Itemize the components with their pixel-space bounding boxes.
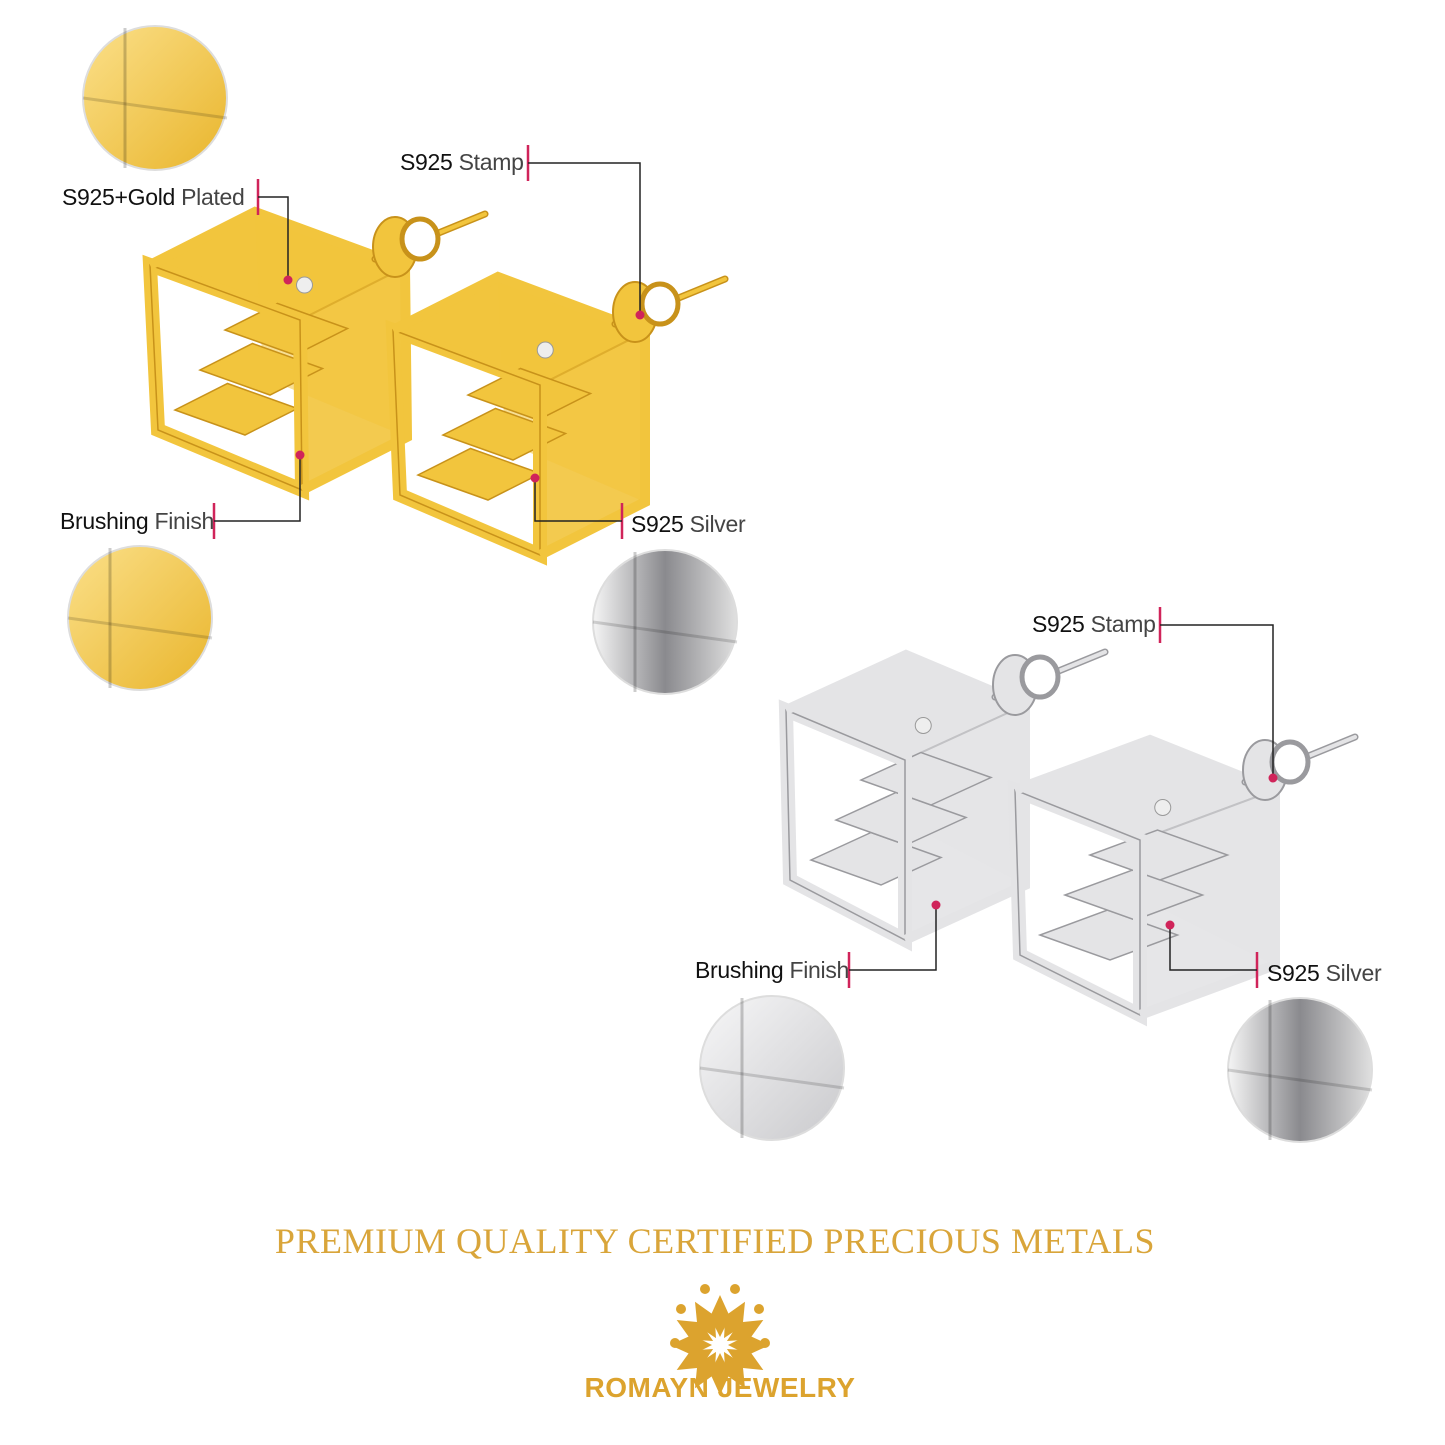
logo-center (713, 1338, 727, 1352)
label-gold-stamp: S925 Stamp (400, 149, 524, 175)
leader-dot (295, 450, 305, 460)
gold-silver-core-detail (592, 549, 738, 695)
leader-line (526, 145, 645, 320)
leader-line (1165, 920, 1259, 988)
gold-earring-left (142, 206, 489, 501)
gemstone-icon (1154, 799, 1172, 816)
detail-circle (82, 25, 228, 171)
leader-line (1158, 607, 1278, 783)
gold-texture-detail (82, 25, 228, 171)
gemstone-icon (914, 717, 932, 734)
gemstone-icon (536, 341, 554, 359)
leader-path (528, 162, 641, 315)
logo-dot (670, 1338, 680, 1348)
label-gold-brushing-finish: Brushing Finish (60, 508, 215, 534)
logo-petal (695, 1351, 716, 1389)
logo-dot (760, 1338, 770, 1348)
detail-circle (592, 549, 738, 695)
leader-line (256, 179, 293, 285)
leader-path (1160, 624, 1274, 778)
leader-line (212, 450, 305, 539)
silver-earring-left (778, 648, 1109, 952)
label-gold-s925-silver: S925 Silver (631, 511, 746, 537)
leader-dot (283, 275, 293, 285)
silver-brushing-detail (699, 995, 845, 1141)
detail-circle (1227, 997, 1373, 1143)
label-silver-s925-silver: S925 Silver (1267, 960, 1382, 986)
logo-dot (730, 1284, 740, 1294)
logo-petal (676, 1320, 714, 1341)
brand-name: ROMAYN JEWELRY (584, 1372, 856, 1403)
leader-line (847, 900, 941, 988)
label-silver-stamp: S925 Stamp (1032, 611, 1156, 637)
logo-petal (695, 1301, 716, 1339)
logo-petal (676, 1349, 714, 1370)
detail-edge (592, 620, 738, 644)
leader-dot (530, 473, 540, 483)
detail-edge (699, 1066, 845, 1090)
logo-dot (754, 1304, 764, 1314)
detail-edge (1227, 1068, 1373, 1092)
leader-path (214, 455, 301, 522)
logo-dot (700, 1284, 710, 1294)
earring-back-icon (639, 281, 681, 327)
detail-circle (67, 545, 213, 691)
logo-petal (724, 1351, 745, 1389)
logo-dot (676, 1304, 686, 1314)
leader-path (534, 478, 622, 522)
stair-step (198, 342, 325, 396)
leader-path (1169, 925, 1257, 971)
logo-petal (726, 1349, 764, 1370)
earring-back-icon (1269, 739, 1311, 785)
leader-path (258, 196, 289, 280)
leader-path (849, 905, 937, 971)
leader-dot (931, 900, 941, 910)
logo-petal (726, 1320, 764, 1341)
headline: PREMIUM QUALITY CERTIFIED PRECIOUS METAL… (274, 1221, 1156, 1261)
brand-logo-icon (670, 1284, 770, 1395)
logo-petal (724, 1301, 745, 1339)
silver-core-detail (1227, 997, 1373, 1143)
gold-brushing-detail (67, 545, 213, 691)
silver-earring-right (1007, 733, 1359, 1027)
leader-line (530, 473, 624, 539)
gold-earring-right (385, 271, 729, 566)
earring-back-icon (1019, 654, 1061, 700)
detail-edge (67, 616, 213, 640)
label-silver-brushing-finish: Brushing Finish (695, 957, 850, 983)
earring-back-icon (399, 216, 441, 262)
leader-dot (1268, 773, 1278, 783)
detail-edge (82, 96, 228, 120)
leader-dot (1165, 920, 1175, 930)
detail-circle (699, 995, 845, 1141)
gemstone-icon (296, 276, 313, 294)
label-gold-plated: S925+Gold Plated (62, 184, 245, 210)
leader-dot (635, 310, 645, 320)
